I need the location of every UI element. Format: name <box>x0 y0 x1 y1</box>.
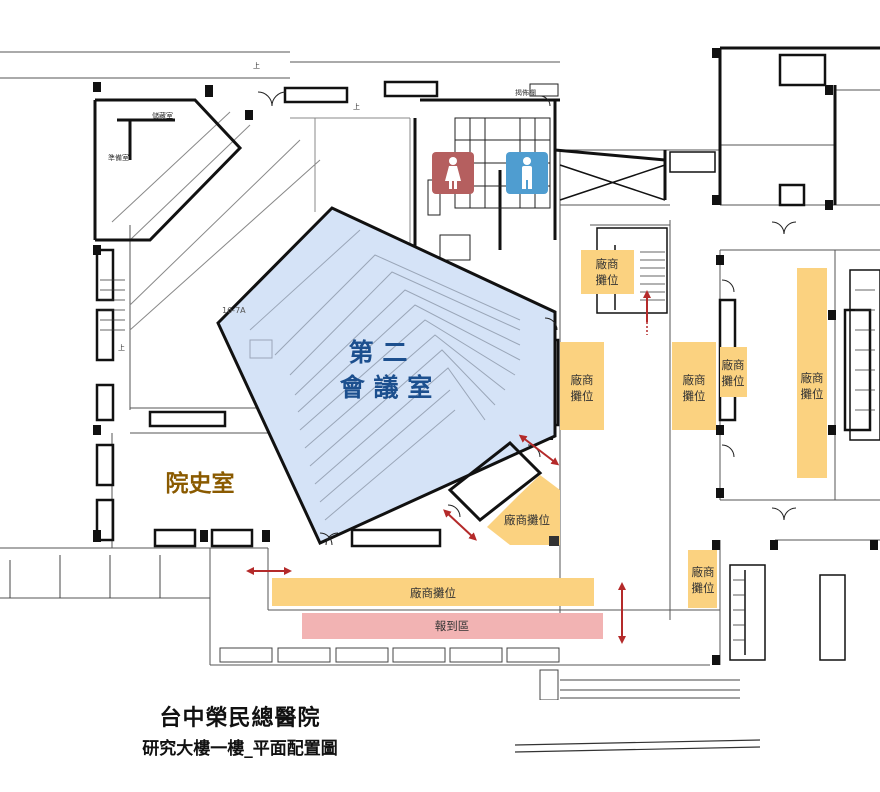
history-room-label: 院史室 <box>166 470 235 497</box>
entry-arrow-icon <box>246 290 651 644</box>
booth-f[interactable] <box>487 475 560 545</box>
booth-b-label-2: 攤位 <box>571 389 594 403</box>
booth-e[interactable] <box>797 268 827 478</box>
booth-b-label-1: 廠商 <box>571 373 594 387</box>
conference-room[interactable] <box>216 206 557 545</box>
bulletin-label: 揭佈欄 <box>515 88 536 97</box>
building-outline <box>0 51 880 666</box>
stair-up-mark-3: 上 <box>118 343 125 352</box>
booth-h-label: 廠商攤位 <box>410 586 456 600</box>
booth-f-label: 廠商攤位 <box>504 513 550 527</box>
booth-g[interactable] <box>688 550 717 608</box>
booth-g-label-1: 廠商 <box>692 565 715 579</box>
booth-d-label-2: 攤位 <box>722 374 745 388</box>
booth-d[interactable] <box>720 347 747 397</box>
booth-e-label-2: 攤位 <box>801 387 824 401</box>
map-subtitle: 研究大樓一樓_平面配置圖 <box>142 739 338 759</box>
conference-label-line2: 會 議 室 <box>340 373 432 402</box>
map-title: 台中榮民總醫院 <box>159 706 321 731</box>
booth-h[interactable] <box>272 578 594 606</box>
floor-plan: 第 二 會 議 室 院史室 儲藏室 準備室 揭佈欄 16-7A 上 上 上 上 … <box>0 46 880 700</box>
heavy-walls <box>93 46 880 250</box>
prep-room-label: 準備室 <box>108 153 129 162</box>
booth-a[interactable] <box>581 250 634 294</box>
stair-up-mark-1: 上 <box>253 61 260 70</box>
female-restroom-icon <box>432 152 474 194</box>
booth-e-label-1: 廠商 <box>801 371 824 385</box>
diagonal-corridor <box>111 111 411 331</box>
seating-rows <box>249 229 521 521</box>
room-code-label: 16-7A <box>222 306 246 315</box>
booth-c-label-2: 攤位 <box>683 389 706 403</box>
booth-d-label-1: 廠商 <box>722 358 745 372</box>
booth-a-label-1: 廠商 <box>596 257 619 271</box>
stair-treads <box>100 251 875 641</box>
stair-up-mark-2: 上 <box>353 102 360 111</box>
booth-g-label-2: 攤位 <box>692 581 715 595</box>
storage-room-label: 儲藏室 <box>152 111 173 120</box>
booth-a-label-2: 攤位 <box>596 273 619 287</box>
booth-c[interactable] <box>672 342 716 430</box>
male-restroom-icon <box>506 152 548 194</box>
conference-label: 第 二 會 議 室 <box>340 338 432 402</box>
conference-label-line1: 第 二 <box>349 338 408 367</box>
booth-f-marker <box>549 536 559 546</box>
registration-label: 報到區 <box>435 619 470 633</box>
registration-area[interactable] <box>302 613 603 639</box>
booth-c-label-1: 廠商 <box>683 373 706 387</box>
booth-b[interactable] <box>560 342 604 430</box>
bottom-planters <box>9 555 740 700</box>
booth-labels: 廠商 攤位 廠商 攤位 廠商 攤位 廠商 攤位 廠商 攤位 廠商 攤位 廠商攤位… <box>410 257 824 633</box>
